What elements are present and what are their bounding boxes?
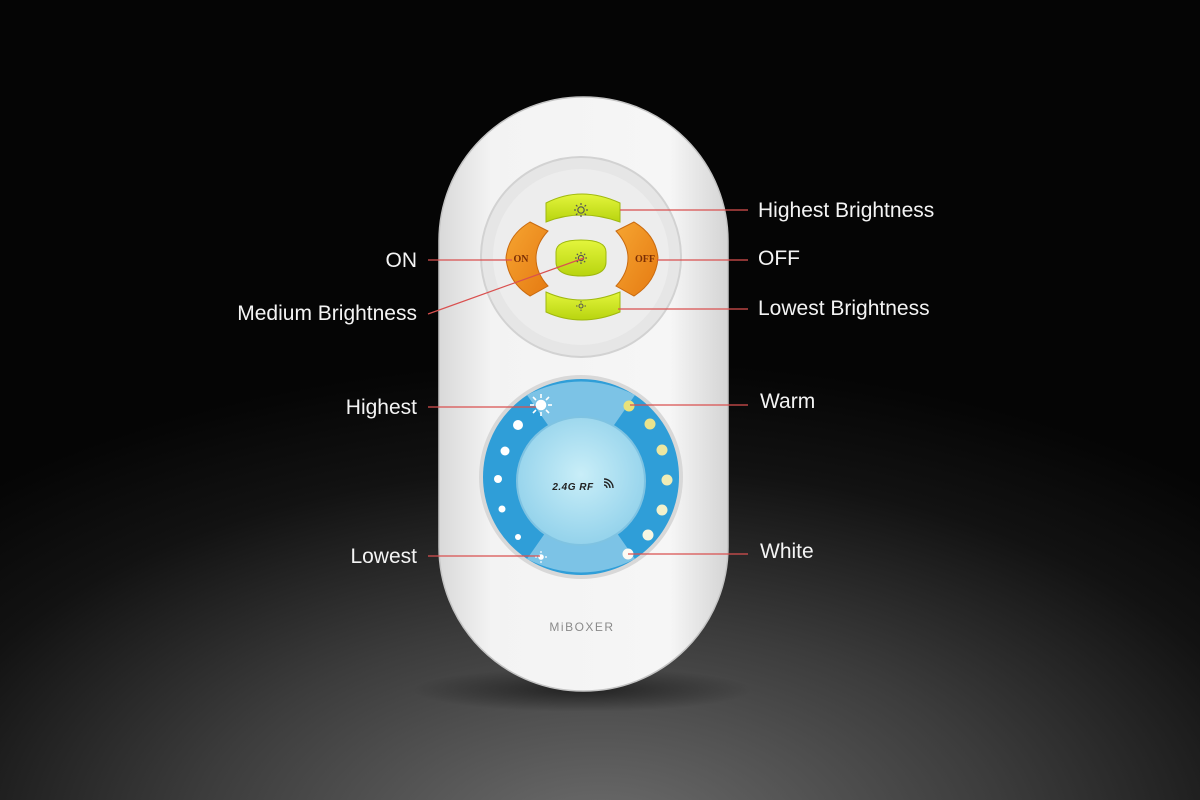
leader-line-medium-brightness xyxy=(427,257,585,315)
temperature-dot xyxy=(661,474,673,486)
brightness-dot xyxy=(494,475,502,483)
on-key-label: ON xyxy=(514,254,530,265)
brightness-dot xyxy=(500,446,510,456)
temperature-dot xyxy=(623,400,635,412)
wifi-signal-icon xyxy=(603,478,614,489)
rf-label: 2.4G RF xyxy=(551,482,594,493)
callout-highest-brightness: Highest Brightness xyxy=(758,199,935,222)
off-key-label: OFF xyxy=(635,254,655,265)
callout-warm: Warm xyxy=(760,390,816,413)
callout-off: OFF xyxy=(758,247,800,270)
lowest-brightness-button[interactable] xyxy=(545,291,621,321)
highest-brightness-button[interactable] xyxy=(545,193,621,223)
sun-icon xyxy=(576,301,586,311)
leader-lines xyxy=(427,209,748,557)
on-button[interactable]: ON xyxy=(505,221,549,297)
callout-highest: Highest xyxy=(345,396,417,419)
callout-white: White xyxy=(760,540,814,563)
medium-brightness-button[interactable] xyxy=(555,239,607,277)
wheel-center-pad[interactable] xyxy=(516,416,646,546)
temperature-dot xyxy=(656,504,668,516)
sun-icon xyxy=(574,203,588,217)
callout-on: ON xyxy=(385,249,418,272)
callout-lowest: Lowest xyxy=(350,545,417,568)
brand-logo: MiBOXER xyxy=(549,620,614,634)
temperature-dot xyxy=(656,444,668,456)
brightness-dot xyxy=(498,505,506,513)
temperature-dot xyxy=(644,418,656,430)
sun-icon xyxy=(530,394,552,416)
brightness-dot xyxy=(515,534,521,540)
off-button[interactable]: OFF xyxy=(615,221,659,297)
callout-medium-brightness: Medium Brightness xyxy=(237,302,417,325)
brightness-dot xyxy=(513,420,523,430)
temperature-dot xyxy=(642,529,654,541)
color-temperature-wheel[interactable]: 2.4G RF xyxy=(479,375,683,579)
callout-lowest-brightness: Lowest Brightness xyxy=(758,297,930,320)
